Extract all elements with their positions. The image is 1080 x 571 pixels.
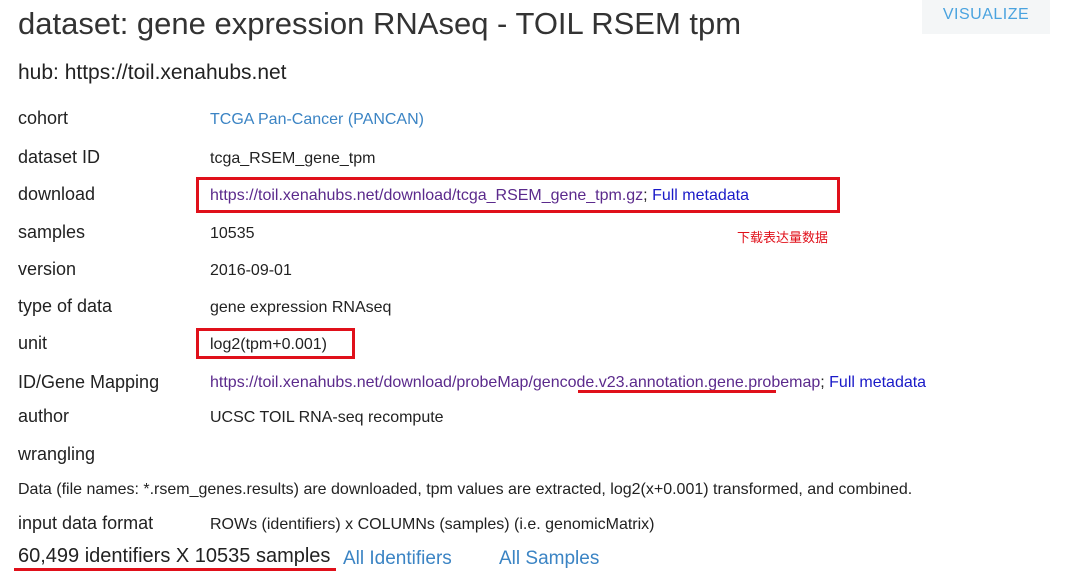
download-highlight-box — [196, 177, 840, 213]
dataset-id-label: dataset ID — [18, 147, 101, 167]
download-url-link[interactable]: https://toil.xenahubs.net/download/tcga_… — [210, 187, 644, 204]
author-label: author — [18, 406, 70, 426]
hub-text: hub: https://toil.xenahubs.net — [18, 61, 287, 84]
type-of-data-value: gene expression RNAseq — [210, 299, 392, 316]
version-label: version — [18, 259, 77, 279]
download-separator: ; — [643, 187, 648, 204]
input-data-format-label: input data format — [18, 513, 154, 533]
probemap-url-highlight: gencode.v23.annotation — [532, 374, 704, 391]
unit-label: unit — [18, 333, 48, 353]
probemap-url-prefix: https://toil.xenahubs.net/download/probe… — [210, 374, 533, 391]
probemap-separator: ; — [820, 374, 825, 391]
dataset-id-value: tcga_RSEM_gene_tpm — [210, 150, 376, 167]
samples-label: samples — [18, 222, 86, 242]
counts-underline — [14, 568, 336, 571]
page-title: dataset: gene expression RNAseq - TOIL R… — [18, 6, 742, 41]
input-data-format-value: ROWs (identifiers) x COLUMNs (samples) (… — [210, 516, 655, 533]
version-value: 2016-09-01 — [210, 262, 292, 279]
all-identifiers-link[interactable]: All Identifiers — [343, 548, 452, 569]
all-samples-link[interactable]: All Samples — [499, 548, 600, 569]
visualize-button[interactable]: VISUALIZE — [922, 0, 1050, 34]
identifiers-samples-count: 60,499 identifiers X 10535 samples — [18, 545, 331, 567]
unit-highlight-box — [196, 328, 355, 359]
probemap-url-suffix: .gene.probemap — [703, 374, 821, 391]
cohort-link[interactable]: TCGA Pan-Cancer (PANCAN) — [210, 111, 424, 128]
download-value: https://toil.xenahubs.net/download/tcga_… — [210, 185, 749, 207]
download-label: download — [18, 184, 96, 204]
probemap-url-link[interactable]: https://toil.xenahubs.net/download/probe… — [210, 374, 820, 391]
id-gene-mapping-label: ID/Gene Mapping — [18, 372, 160, 392]
samples-value: 10535 — [210, 225, 255, 242]
probemap-full-metadata-link[interactable]: Full metadata — [829, 374, 927, 391]
id-gene-mapping-value: https://toil.xenahubs.net/download/probe… — [210, 372, 926, 394]
cohort-label: cohort — [18, 108, 69, 128]
gencode-underline — [578, 390, 776, 393]
download-full-metadata-link[interactable]: Full metadata — [652, 187, 750, 204]
author-value: UCSC TOIL RNA-seq recompute — [210, 409, 444, 426]
download-annotation-note: 下载表达量数据 — [737, 230, 829, 245]
type-of-data-label: type of data — [18, 296, 113, 316]
wrangling-description: Data (file names: *.rsem_genes.results) … — [18, 481, 913, 498]
unit-value: log2(tpm+0.001) — [210, 336, 327, 353]
wrangling-label: wrangling — [18, 444, 96, 464]
